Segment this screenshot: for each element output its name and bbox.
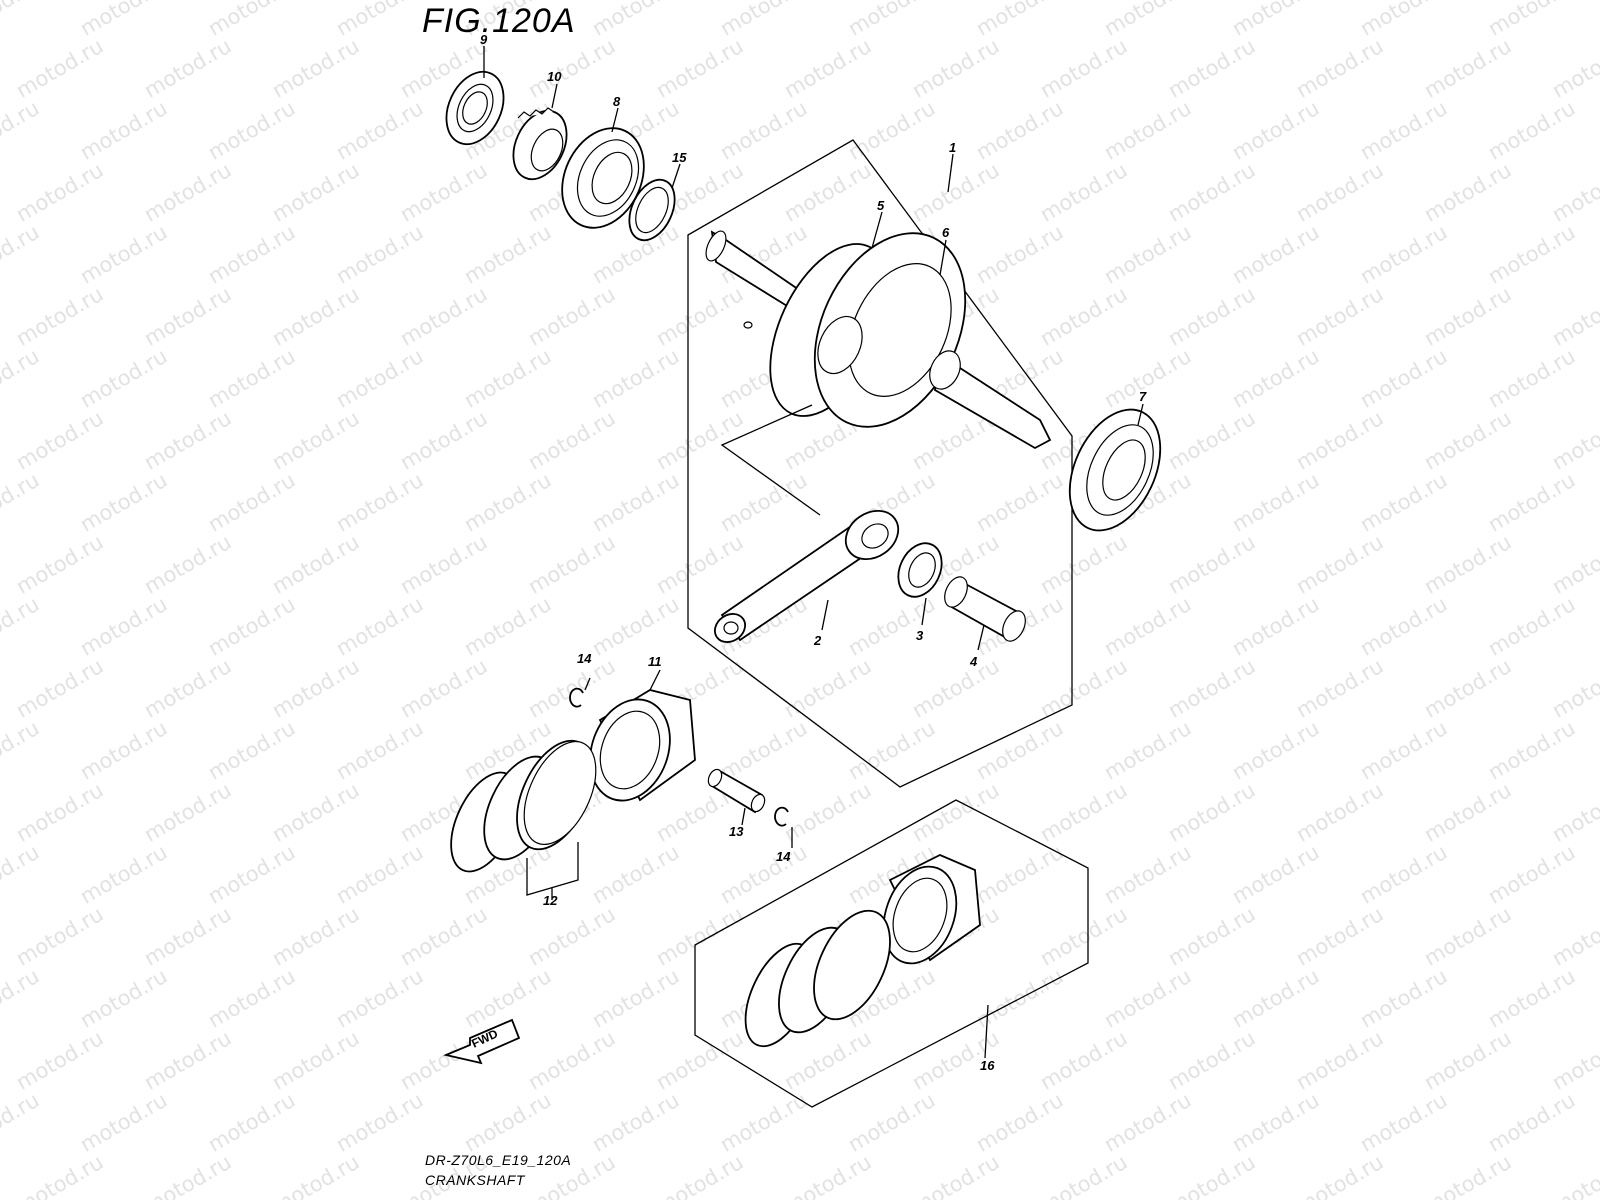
callout-9: 9 [480, 32, 488, 47]
callout-6: 6 [942, 225, 950, 240]
connecting-rod [714, 509, 900, 643]
piston-pin-circlip-top [569, 687, 584, 708]
callout-2: 2 [813, 633, 822, 648]
callout-12: 12 [543, 893, 558, 908]
oil-seal [445, 70, 505, 146]
callout-14-bottom: 14 [776, 849, 791, 864]
piston-pin-circlip-bottom [774, 806, 789, 827]
needle-bearing [897, 542, 943, 598]
callout-13: 13 [729, 824, 744, 839]
figure-code: DR-Z70L6_E19_120A [425, 1152, 572, 1168]
figure-caption: CRANKSHAFT [425, 1172, 525, 1188]
piston-rings [450, 739, 597, 873]
piston-set-box [694, 799, 1089, 1108]
callout-10: 10 [547, 69, 562, 84]
callout-5: 5 [877, 198, 885, 213]
crank-drive-gear [512, 107, 568, 181]
callout-11: 11 [648, 654, 662, 669]
crankshaft [705, 230, 1052, 450]
conrod-guide-line [720, 404, 821, 516]
callout-16: 16 [980, 1058, 995, 1073]
piston [589, 689, 696, 802]
crank-shim [628, 178, 676, 242]
piston-set [744, 854, 981, 1048]
callout-14-top: 14 [577, 651, 592, 666]
crank-pin [944, 576, 1026, 642]
piston-pin [707, 768, 766, 814]
leader-lines [483, 46, 1144, 1059]
callout-7: 7 [1139, 389, 1147, 404]
callout-15: 15 [672, 150, 687, 165]
callout-3: 3 [916, 628, 924, 643]
crankshaft-assembly-box [687, 139, 1073, 788]
callout-8: 8 [613, 94, 621, 109]
callout-1: 1 [949, 140, 956, 155]
figure-title: FIG.120A [422, 2, 576, 40]
forward-arrow-icon: FWD [443, 1018, 521, 1065]
callout-4: 4 [969, 654, 978, 669]
right-crank-bearing [1068, 408, 1162, 532]
